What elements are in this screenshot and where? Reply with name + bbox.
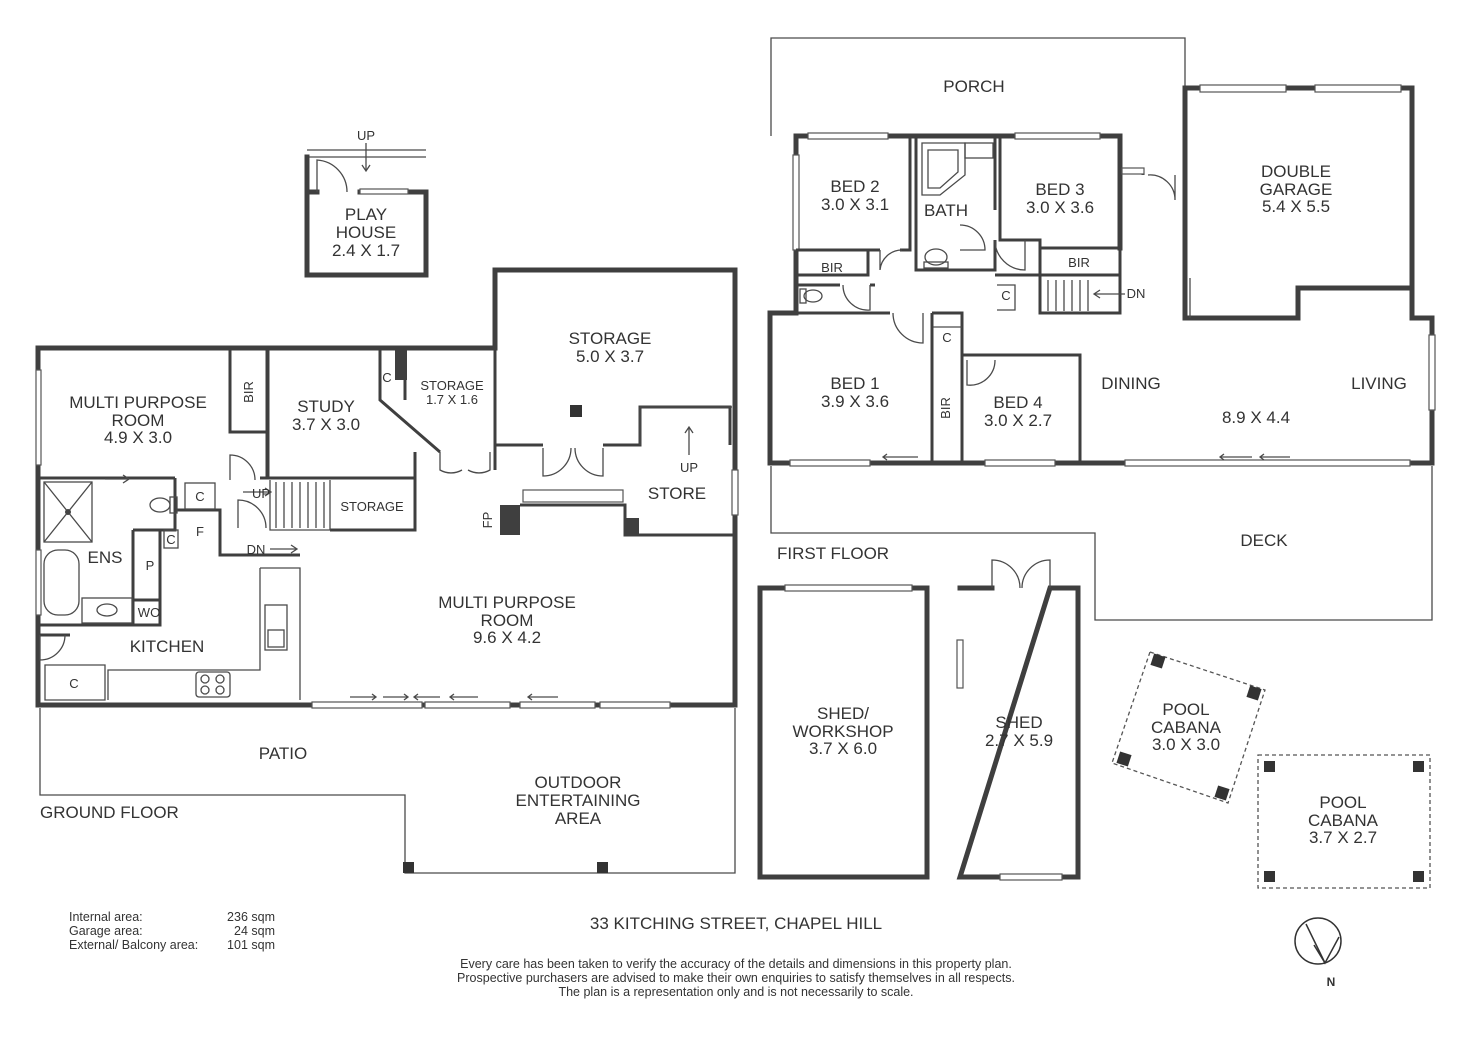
c-label: C: [942, 330, 951, 345]
bath-name: BATH: [924, 201, 968, 220]
bed3-bir-label: BIR: [1068, 255, 1090, 270]
area-label: Garage area:: [69, 924, 143, 938]
area-label: Internal area:: [69, 910, 143, 924]
bed1-dims: 3.9 X 3.6: [821, 392, 889, 411]
cabana1-name-2: CABANA: [1151, 718, 1222, 737]
bir-label: BIR: [241, 381, 256, 403]
outdoor-name-3: AREA: [555, 809, 602, 828]
cabana2-dims: 3.7 X 2.7: [1309, 828, 1377, 847]
area-value: 101 sqm: [227, 938, 275, 952]
disclaimer-line: Every care has been taken to verify the …: [460, 957, 1012, 971]
mpr-small-name-2: ROOM: [112, 411, 165, 430]
shed-workshop-name-2: WORKSHOP: [792, 722, 893, 741]
bed4-name: BED 4: [993, 393, 1042, 412]
outdoor-name-2: ENTERTAINING: [516, 791, 641, 810]
c-label: C: [195, 489, 204, 504]
porch-name: PORCH: [943, 77, 1004, 96]
area-summary: Internal area: 236 sqm Garage area: 24 s…: [69, 910, 275, 952]
patio-name: PATIO: [259, 744, 308, 763]
bed2-dims: 3.0 X 3.1: [821, 195, 889, 214]
storage-large-name: STORAGE: [569, 329, 652, 348]
first-floor: BIR BIR C C BIR DN PORCH BED 2 3.0 X 3.1…: [767, 37, 1436, 621]
shed-dims: 2.7 X 5.9: [985, 731, 1053, 750]
cabana1-name-1: POOL: [1162, 700, 1209, 719]
bed1-name: BED 1: [830, 374, 879, 393]
living-name: LIVING: [1351, 374, 1407, 393]
store-name: STORE: [648, 484, 706, 503]
bed3-dims: 3.0 X 3.6: [1026, 198, 1094, 217]
pool-cabanas: POOL CABANA 3.0 X 3.0 POOL CABANA 3.7 X …: [1111, 651, 1431, 889]
storage-large-dims: 5.0 X 3.7: [576, 347, 644, 366]
cabana2-name-1: POOL: [1319, 793, 1366, 812]
f-label: F: [196, 524, 204, 539]
disclaimer-line: The plan is a representation only and is…: [558, 985, 914, 999]
ground-floor: BIR C C F C P WO C UP DN UP FP MULTI PUR…: [35, 267, 739, 874]
area-row-external: External/ Balcony area: 101 sqm: [69, 938, 275, 952]
ens-name: ENS: [88, 548, 123, 567]
bed3-name: BED 3: [1035, 180, 1084, 199]
dn-label: DN: [247, 542, 266, 557]
bed1-bir-label: BIR: [938, 397, 953, 419]
area-value: 24 sqm: [234, 924, 275, 938]
garage-name-2: GARAGE: [1260, 180, 1333, 199]
playhouse-stair-label: UP: [357, 128, 375, 143]
study-name: STUDY: [297, 397, 355, 416]
living-dims: 8.9 X 4.4: [1222, 408, 1290, 427]
area-label: External/ Balcony area:: [69, 938, 199, 952]
up-label: UP: [252, 486, 270, 501]
c-label: C: [69, 676, 78, 691]
mpr-large-dims: 9.6 X 4.2: [473, 628, 541, 647]
wo-label: WO: [138, 605, 160, 620]
bed2-bir-label: BIR: [821, 260, 843, 275]
dining-name: DINING: [1101, 374, 1161, 393]
first-floor-label: FIRST FLOOR: [777, 544, 889, 563]
store-up-label: UP: [680, 460, 698, 475]
shed-workshop-dims: 3.7 X 6.0: [809, 739, 877, 758]
garage-name-1: DOUBLE: [1261, 162, 1331, 181]
deck-name: DECK: [1240, 531, 1288, 550]
study-dims: 3.7 X 3.0: [292, 415, 360, 434]
kitchen-name: KITCHEN: [130, 637, 205, 656]
north-label: N: [1327, 975, 1336, 989]
mpr-large-name-2: ROOM: [481, 611, 534, 630]
ground-floor-label: GROUND FLOOR: [40, 803, 179, 822]
bed4-dims: 3.0 X 2.7: [984, 411, 1052, 430]
shed-workshop-name-1: SHED/: [817, 704, 869, 723]
fp-label: FP: [480, 512, 495, 529]
area-row-internal: Internal area: 236 sqm: [69, 910, 275, 924]
sheds: SHED/ WORKSHOP 3.7 X 6.0 SHED 2.7 X 5.9: [757, 559, 1081, 881]
storage-under-name: STORAGE: [340, 499, 404, 514]
shed-name: SHED: [995, 713, 1042, 732]
playhouse-name-2: HOUSE: [336, 223, 396, 242]
c-label: C: [1001, 288, 1010, 303]
playhouse-dims: 2.4 X 1.7: [332, 241, 400, 260]
storage-small-dims: 1.7 X 1.6: [426, 392, 478, 407]
mpr-small-dims: 4.9 X 3.0: [104, 428, 172, 447]
area-value: 236 sqm: [227, 910, 275, 924]
p-label: P: [146, 558, 155, 573]
area-row-garage: Garage area: 24 sqm: [69, 924, 275, 938]
mpr-small-name-1: MULTI PURPOSE: [69, 393, 207, 412]
outdoor-name-1: OUTDOOR: [535, 773, 622, 792]
c-label: C: [382, 370, 391, 385]
north-arrow-icon: N: [1294, 917, 1342, 989]
cabana2-name-2: CABANA: [1308, 811, 1379, 830]
bed2-name: BED 2: [830, 177, 879, 196]
dn-label: DN: [1127, 286, 1146, 301]
cabana1-dims: 3.0 X 3.0: [1152, 735, 1220, 754]
property-address: 33 KITCHING STREET, CHAPEL HILL: [589, 914, 883, 933]
storage-small-name: STORAGE: [420, 378, 484, 393]
disclaimer-line: Prospective purchasers are advised to ma…: [457, 971, 1015, 985]
mpr-large-name-1: MULTI PURPOSE: [438, 593, 576, 612]
playhouse-name-1: PLAY: [345, 205, 387, 224]
c-label: C: [166, 532, 175, 547]
playhouse: UP PLAY HOUSE 2.4 X 1.7: [304, 128, 429, 278]
disclaimer: Every care has been taken to verify the …: [0, 957, 1472, 999]
garage-dims: 5.4 X 5.5: [1262, 197, 1330, 216]
